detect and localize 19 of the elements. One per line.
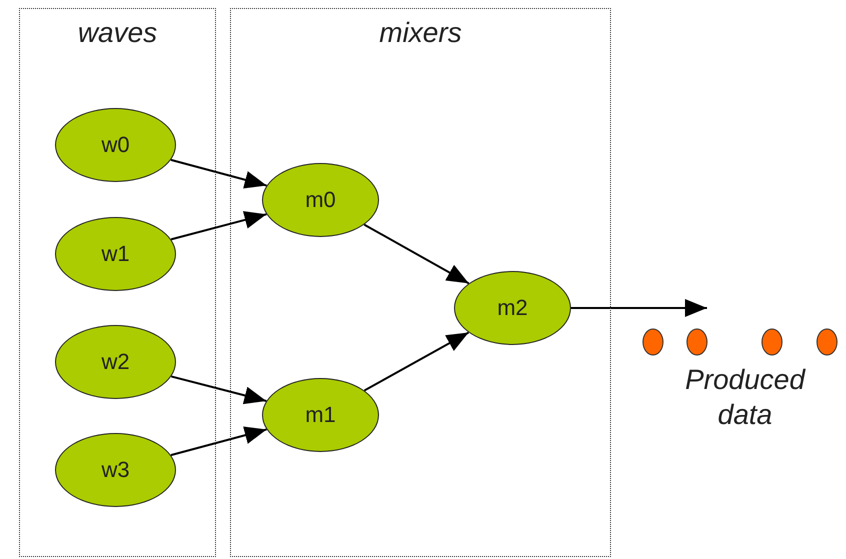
- group-heading: waves: [78, 19, 158, 47]
- arrow: [364, 224, 470, 284]
- node-label: m2: [497, 297, 528, 319]
- node-label: w3: [101, 459, 130, 481]
- group-frame: [19, 8, 216, 557]
- node-label: w2: [101, 351, 130, 373]
- node-label: m1: [305, 404, 336, 426]
- output-caption: Produced data: [684, 363, 807, 432]
- arrow: [571, 299, 707, 317]
- group-heading: mixers: [379, 19, 462, 47]
- group-frame: [230, 8, 611, 557]
- node-label: m0: [305, 189, 336, 211]
- node-label: w1: [101, 243, 130, 265]
- arrow: [170, 426, 267, 456]
- arrow: [364, 332, 470, 392]
- arrow: [170, 211, 267, 240]
- arrow: [170, 375, 267, 404]
- node-label: w0: [101, 134, 130, 156]
- arrow: [170, 158, 267, 189]
